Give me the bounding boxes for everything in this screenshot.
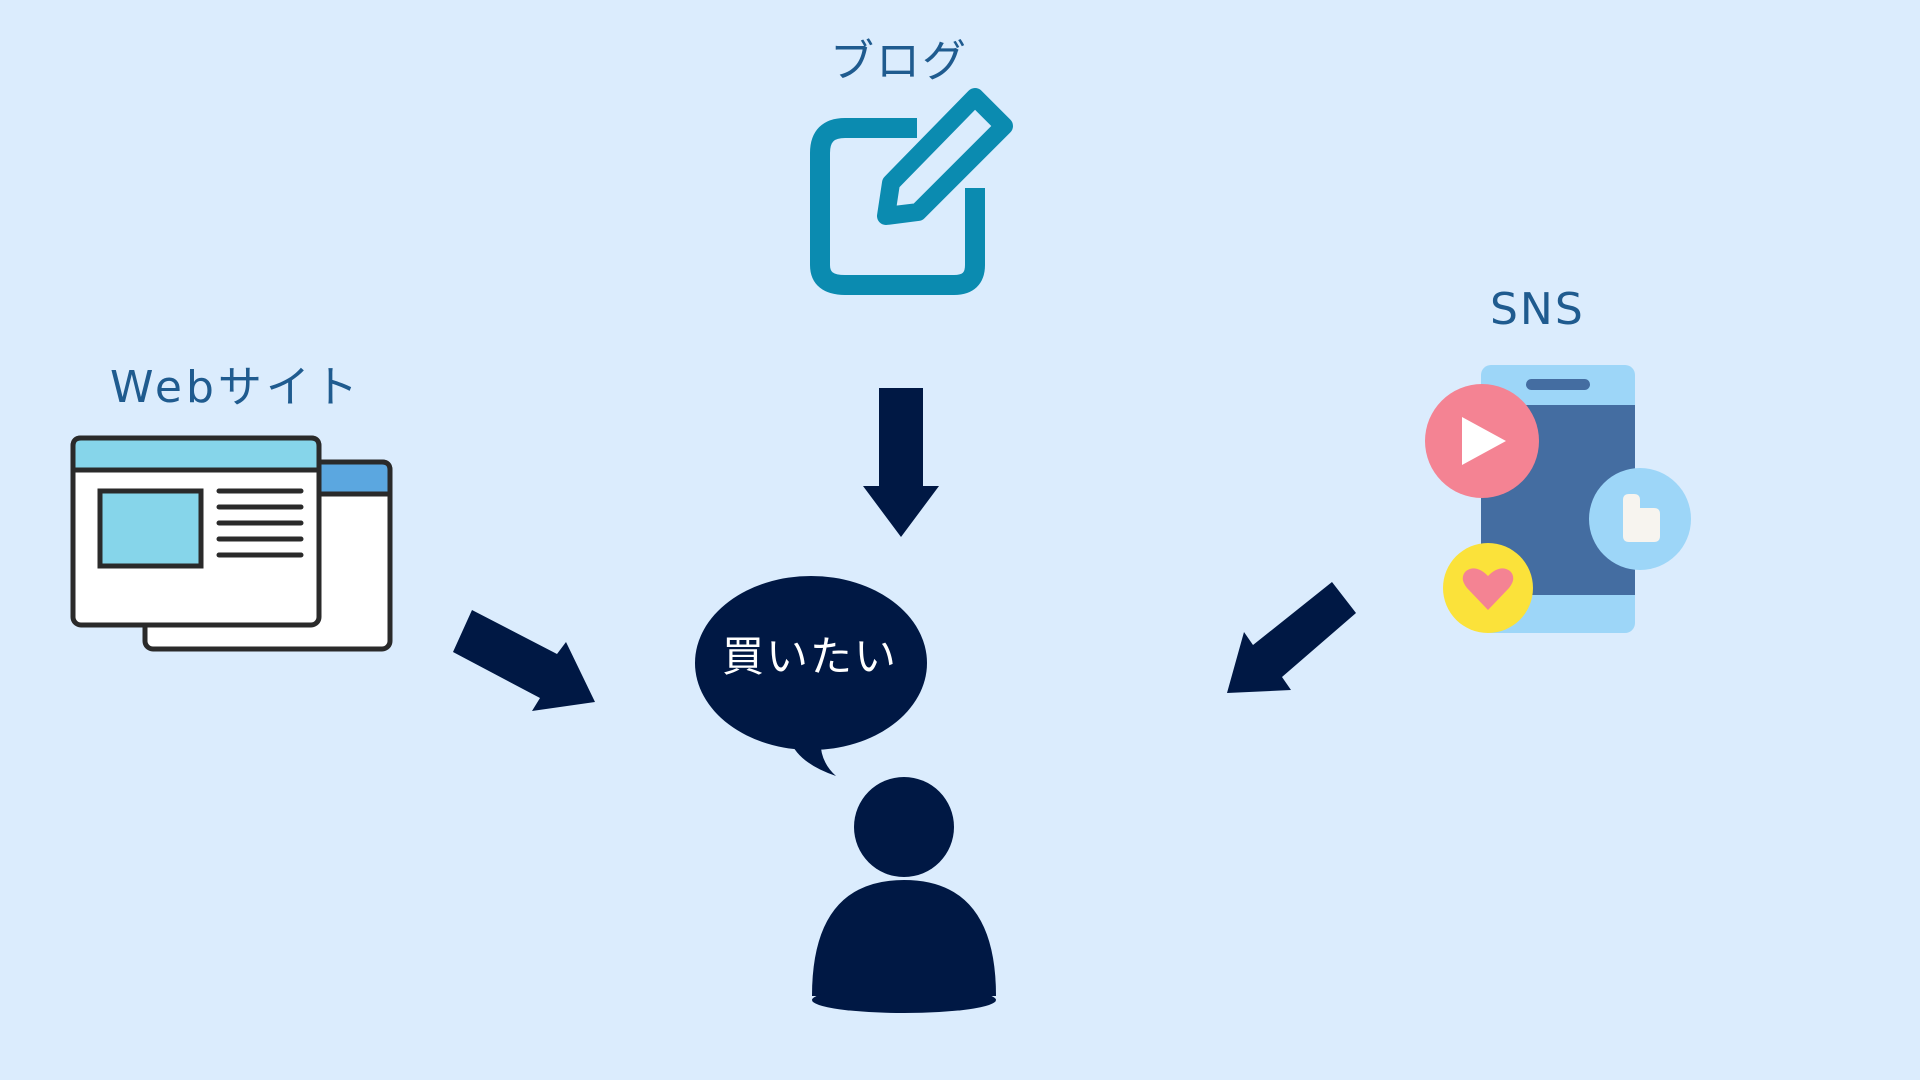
arrow-blog-to-person [863, 388, 939, 537]
pencil-edit-icon [810, 88, 1013, 295]
arrow-sns-to-person [1227, 582, 1356, 693]
arrow-web-to-person [453, 610, 595, 711]
blog-label: ブログ [830, 36, 968, 87]
person-icon [812, 777, 996, 1013]
speech-bubble-text: 買いたい [721, 632, 898, 681]
sns-label: SNS [1490, 284, 1585, 335]
smartphone-social-icon [1425, 365, 1691, 633]
website-label: Webサイト [110, 362, 362, 413]
browser-windows-icon [70, 435, 393, 652]
speech-bubble [695, 576, 927, 776]
